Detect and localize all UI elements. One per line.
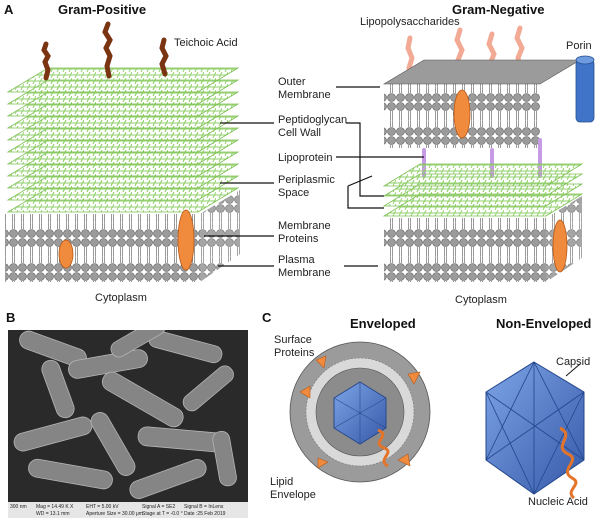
cytoplasm-right-label: Cytoplasm [455, 294, 507, 306]
teichoic-acid-chains [41, 21, 169, 81]
sem-stage-text: Stage at T = -0.0 ° [142, 511, 183, 517]
gn-membrane-protein [552, 219, 568, 273]
sem-signal-b-text: Signal B = InLens [184, 504, 224, 510]
lipid-envelope-label-line2: Envelope [270, 489, 316, 501]
gp-membrane-protein-left [58, 239, 74, 269]
membrane-proteins-label-line2: Proteins [278, 233, 319, 245]
lipoprotein-marks [422, 138, 542, 178]
sem-signal-a-text: Signal A = SE2 [142, 504, 176, 510]
outer-membrane-label-line2: Membrane [278, 89, 331, 101]
gp-peptidoglycan-layers [6, 67, 240, 213]
gp-membrane-protein-right [177, 209, 195, 271]
gram-negative-diagram [382, 25, 595, 282]
surface-proteins-label-line2: Proteins [274, 347, 315, 359]
enveloped-virus [289, 341, 431, 483]
cytoplasm-left-label: Cytoplasm [95, 292, 147, 304]
sem-eht-text: EHT = 5.00 kV [86, 504, 119, 510]
peptidoglycan-label-line2: Cell Wall [278, 127, 321, 139]
gram-negative-title: Gram-Negative [452, 2, 545, 17]
sem-micrograph: 300 nm Mag = 14.49 K X WD = 13.1 mm EHT … [8, 330, 248, 518]
porin-icon [575, 55, 595, 123]
lipopolysaccharide-chains [405, 25, 525, 81]
membrane-proteins-label-line1: Membrane [278, 220, 331, 232]
lipoprotein-label: Lipoprotein [278, 152, 333, 164]
non-enveloped-virus [485, 361, 585, 500]
gn-outer-membrane-protein [453, 89, 471, 139]
porin-label: Porin [566, 40, 592, 52]
sem-date-text: Date :25 Feb 2019 [184, 511, 226, 517]
capsid-label: Capsid [556, 356, 591, 368]
surface-protein-markers [299, 355, 421, 469]
sem-scale-text: 300 nm [10, 504, 27, 510]
gram-positive-diagram [5, 21, 240, 282]
gn-peptidoglycan-layers [382, 163, 584, 217]
lipopolysaccharides-label: Lipopolysaccharides [360, 16, 460, 28]
panel-a-letter: A [4, 2, 14, 17]
plasma-membrane-label-line2: Membrane [278, 267, 331, 279]
sem-mag-text: Mag = 14.49 K X [36, 504, 74, 510]
gn-outer-membrane [382, 59, 582, 148]
outer-membrane-label-line1: Outer [278, 76, 306, 88]
gn-plasma-membrane [384, 196, 582, 282]
bacteria-rods [8, 330, 248, 502]
sem-wd-text: WD = 13.1 mm [36, 511, 70, 517]
plasma-membrane-label-line1: Plasma [278, 254, 315, 266]
sem-aperture-text: Aperture Size = 30.00 μm [86, 511, 143, 517]
sem-info-bar: 300 nm Mag = 14.49 K X WD = 13.1 mm EHT … [8, 502, 248, 518]
panel-c-letter: C [262, 310, 272, 325]
gp-plasma-membrane [5, 190, 240, 282]
surface-proteins-label-line1: Surface [274, 334, 312, 346]
periplasmic-space-label-line1: Periplasmic [278, 174, 335, 186]
gram-positive-title: Gram-Positive [58, 2, 147, 17]
periplasmic-space-label-line2: Space [278, 187, 310, 199]
lipid-envelope-label-line1: Lipid [270, 476, 294, 488]
teichoic-acid-label: Teichoic Acid [174, 37, 238, 49]
nucleic-acid-label: Nucleic Acid [528, 496, 588, 508]
panel-b-letter: B [6, 310, 16, 325]
peptidoglycan-label-line1: Peptidoglycan [278, 114, 348, 126]
enveloped-title: Enveloped [350, 316, 416, 331]
non-enveloped-title: Non-Enveloped [496, 316, 592, 331]
